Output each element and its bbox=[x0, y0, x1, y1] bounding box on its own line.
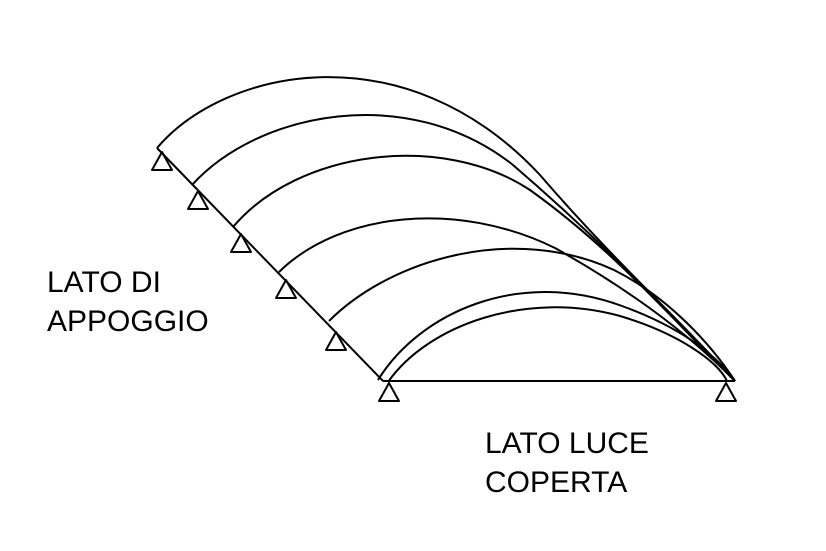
support-triangle-6 bbox=[378, 382, 400, 402]
arch-4 bbox=[278, 217, 736, 382]
support-triangle-7 bbox=[715, 382, 737, 402]
support-edge-line bbox=[156, 147, 384, 382]
arch-6 bbox=[377, 291, 736, 382]
support-triangle-3 bbox=[230, 233, 252, 253]
arch-1 bbox=[156, 76, 736, 382]
support-triangle-5 bbox=[325, 331, 347, 351]
support-side-label-line-2: APPOGGIO bbox=[47, 305, 209, 338]
arch-5 bbox=[328, 247, 736, 382]
arch-2 bbox=[191, 114, 736, 382]
support-triangle-2 bbox=[187, 190, 209, 210]
support-side-label-line-1: LATO DI bbox=[47, 266, 161, 299]
arch-7 bbox=[387, 306, 728, 383]
support-markers bbox=[151, 151, 737, 402]
arch-3 bbox=[232, 154, 736, 382]
support-triangle-4 bbox=[275, 279, 297, 299]
support-triangle-1 bbox=[151, 151, 173, 171]
structure-edges bbox=[156, 147, 735, 382]
span-side-label-line-1: LATO LUCE bbox=[485, 427, 649, 460]
roof-arches bbox=[156, 76, 736, 383]
support-side-label: LATO DI APPOGGIO bbox=[47, 263, 209, 341]
span-side-label: LATO LUCE COPERTA bbox=[485, 424, 649, 502]
span-side-label-line-2: COPERTA bbox=[485, 466, 628, 499]
